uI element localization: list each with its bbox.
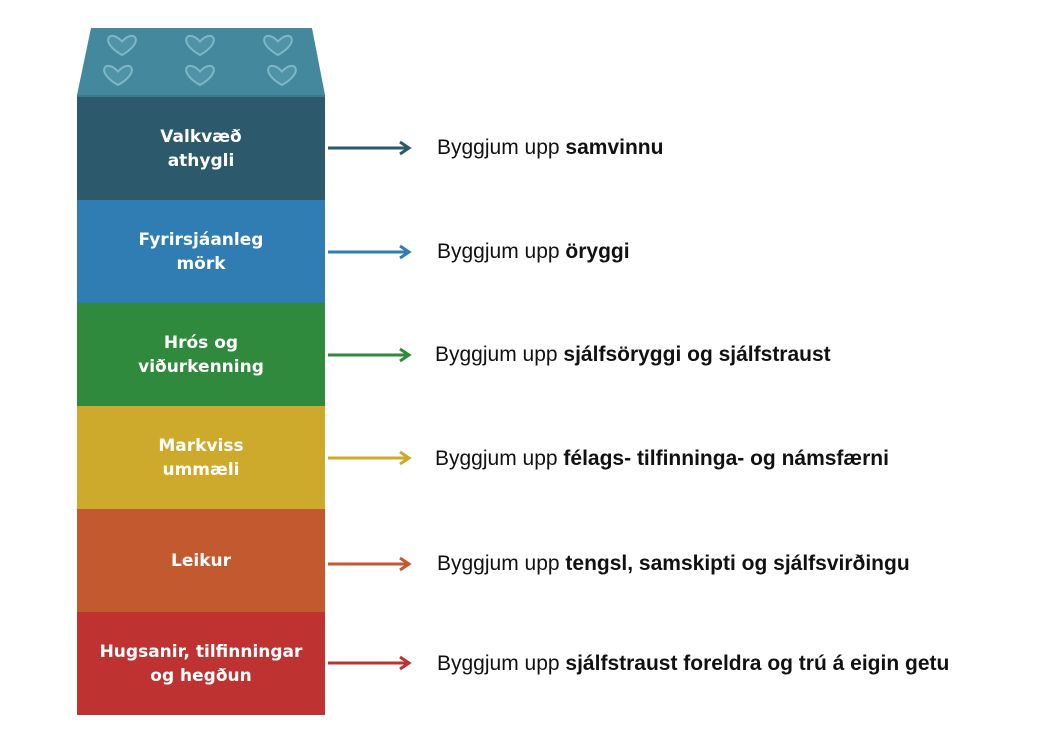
layer-label: Valkvæð athygli [160,126,242,171]
caption-prefix: Byggjum upp [437,136,560,159]
layer-caption: Byggjum upp samvinnu [437,135,663,161]
layer-label: Leikur [171,550,231,571]
brick-top-edge [77,95,325,97]
arrow-icon [328,450,412,466]
layer-caption: Byggjum upp sjálfstraust foreldra og trú… [437,651,949,677]
layer-brick: Fyrirsjáanleg mörk [77,200,325,303]
brick-top [77,28,325,97]
arrow-icon [328,655,412,671]
arrow-icon [328,140,412,156]
layer-caption: Byggjum upp sjálfsöryggi og sjálfstraust [435,342,831,368]
caption-prefix: Byggjum upp [437,652,560,675]
caption-highlight: öryggi [565,240,630,263]
layer-label: Fyrirsjáanleg mörk [138,229,264,274]
layer-brick: Leikur [77,509,325,612]
arrow-icon [328,347,412,363]
heart-icon [263,35,293,57]
heart-studs [103,35,297,87]
layer-caption: Byggjum upp tengsl, samskipti og sjálfsv… [437,551,910,577]
caption-highlight: tengsl, samskipti og sjálfsvirðingu [565,552,910,575]
layer-caption: Byggjum upp öryggi [437,239,630,265]
caption-prefix: Byggjum upp [437,552,560,575]
layer-label: Markviss ummæli [158,435,244,480]
layer-caption: Byggjum upp félags- tilfinninga- og náms… [435,446,889,472]
caption-highlight: félags- tilfinninga- og námsfærni [563,447,889,470]
layer-label: Hrós og viðurkenning [138,332,264,377]
layer-brick: Hugsanir, tilfinningar og hegðun [77,612,325,715]
caption-highlight: sjálfstraust foreldra og trú á eigin get… [565,652,950,675]
caption-highlight: sjálfsöryggi og sjálfstraust [563,343,831,366]
layer-label: Hugsanir, tilfinningar og hegðun [99,641,303,686]
arrow-icon [328,244,412,260]
heart-icon [103,65,133,87]
caption-highlight: samvinnu [565,136,664,159]
heart-icon [267,65,297,87]
heart-icon [185,35,215,57]
layer-brick: Markviss ummæli [77,406,325,509]
layer-brick: Hrós og viðurkenning [77,303,325,406]
layer-brick: Valkvæð athygli [77,97,325,200]
caption-prefix: Byggjum upp [435,343,558,366]
brick-top-face [77,28,325,95]
caption-prefix: Byggjum upp [437,240,560,263]
heart-icon [185,65,215,87]
arrow-icon [328,556,412,572]
heart-icon [107,35,137,57]
caption-prefix: Byggjum upp [435,447,558,470]
